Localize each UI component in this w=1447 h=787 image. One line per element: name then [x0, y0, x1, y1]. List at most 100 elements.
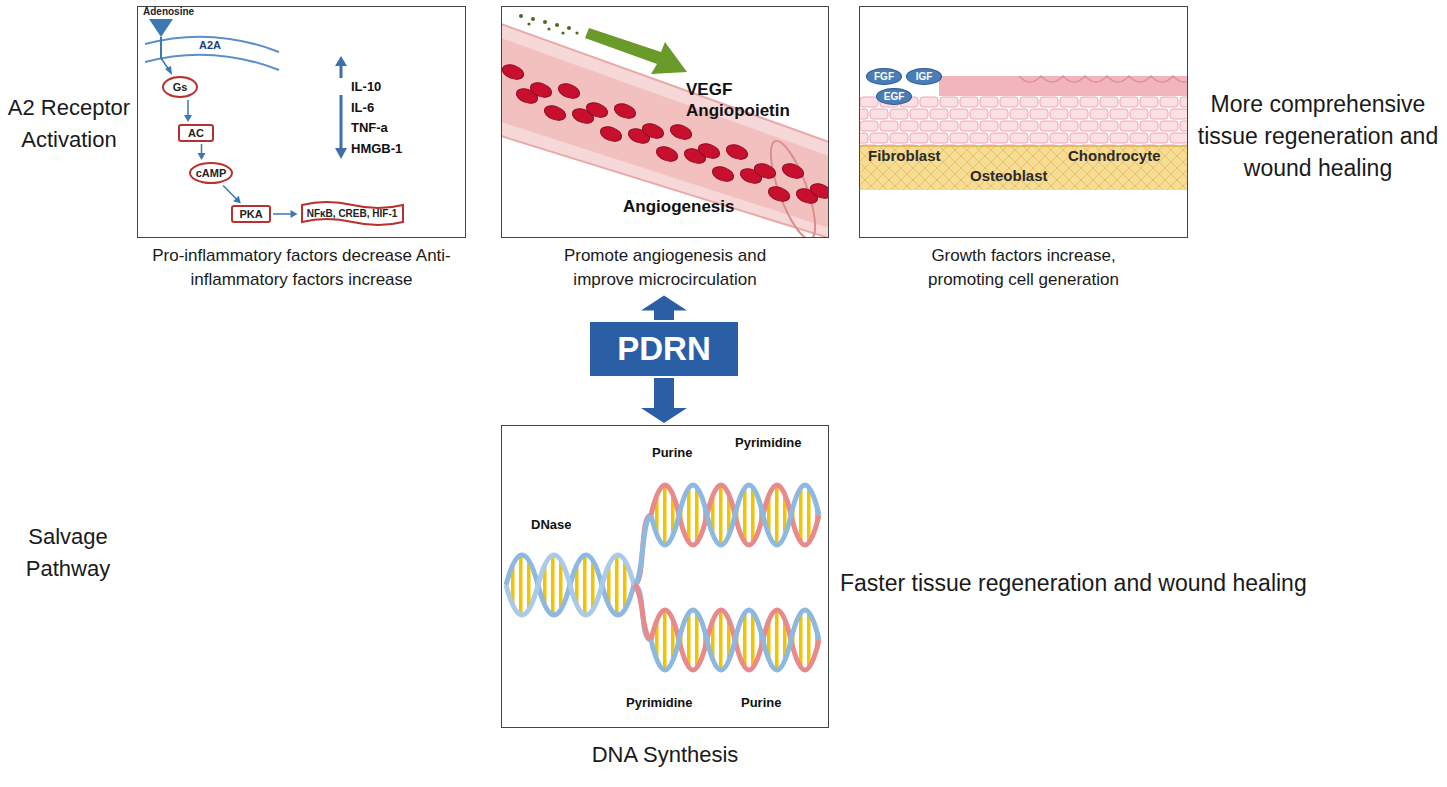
pathway-step: AC	[178, 124, 214, 142]
red-blood-cell	[752, 161, 777, 181]
dna-strand	[506, 555, 634, 615]
node-text: IGF	[916, 71, 933, 82]
arrow-shaft	[654, 378, 674, 409]
arrow-head	[165, 66, 172, 75]
red-blood-cell	[598, 124, 623, 144]
red-blood-cell	[766, 184, 791, 204]
dna-strand	[651, 610, 819, 670]
angiogenesis-panel: VEGFAngiopoietinAngiogenesisPromote angi…	[501, 6, 829, 294]
base-label: Pyrimidine	[626, 695, 692, 711]
row-heading: A2 Receptor Activation	[3, 92, 135, 156]
node-text: PKA	[239, 208, 262, 220]
pathway-step: cAMP	[189, 162, 233, 184]
particle-dot	[555, 23, 559, 27]
growth-factor: EGF	[876, 88, 912, 105]
arrow-shaft	[187, 100, 189, 116]
red-blood-cell	[556, 81, 581, 101]
pathway-arrow	[273, 210, 298, 218]
growth-factor: FGF	[866, 68, 902, 85]
outcome-note: Faster tissue regeneration and wound hea…	[840, 568, 1440, 598]
dna-strand	[634, 515, 651, 585]
cell-layer	[859, 96, 1188, 146]
red-blood-cell	[780, 161, 805, 181]
cytokine-label: TNF-a	[351, 120, 388, 136]
tissue-panel: FibroblastChondrocyteOsteoblastGrowth fa…	[859, 6, 1188, 294]
particle-dot	[527, 22, 530, 25]
pdrn-arrow	[641, 296, 687, 320]
particle-dot	[561, 31, 564, 34]
molecule-label: Adenosine	[143, 6, 194, 18]
red-blood-cell	[501, 62, 526, 82]
red-blood-cell	[584, 100, 609, 120]
banner-shape	[302, 202, 403, 225]
dna-strand	[651, 485, 819, 545]
arrow-shaft	[223, 185, 237, 199]
arrow-head	[184, 115, 192, 122]
pdrn-arrow	[641, 378, 687, 423]
arrow-head	[291, 210, 298, 218]
pdrn-box: PDRN	[590, 322, 738, 376]
particle-dot	[531, 17, 535, 21]
increase-arrow	[340, 64, 343, 78]
growth-factor: IGF	[906, 68, 942, 85]
pathway-illustration	[145, 19, 347, 159]
enzyme-label: DNase	[531, 517, 571, 533]
red-blood-cell	[542, 103, 567, 123]
particle-dot	[519, 14, 523, 18]
dna-strand	[651, 610, 819, 670]
red-blood-cell	[710, 164, 735, 184]
arrow-shaft	[654, 310, 674, 320]
cell-membrane	[145, 37, 279, 52]
panel-frame	[501, 425, 829, 728]
panel-caption: DNA Synthesis	[501, 740, 829, 771]
node-text: cAMP	[196, 167, 227, 179]
arrow-head	[641, 296, 687, 311]
base-pairs	[651, 485, 819, 545]
layer-boundary	[859, 145, 1188, 147]
panel-caption: Growth factors increase, promoting cell …	[904, 244, 1144, 292]
red-blood-cell	[696, 141, 721, 161]
vessel-illustration	[501, 14, 829, 238]
arrow-head	[335, 148, 347, 159]
vessel-wall	[501, 24, 829, 238]
matrix-layer	[859, 146, 1188, 190]
dna-strand	[506, 555, 634, 615]
base-label: Purine	[741, 695, 781, 711]
node-text: PDRN	[617, 331, 711, 367]
red-blood-cell	[612, 101, 637, 121]
node-text: NFκB, CREB, HIF-1	[307, 208, 398, 219]
red-blood-cell	[668, 122, 693, 142]
receptor-label: A2A	[199, 39, 221, 52]
base-label: Purine	[652, 445, 692, 461]
pathway-arrow	[198, 144, 206, 160]
epidermis-band	[939, 76, 1188, 96]
factor-label: VEGF	[686, 80, 732, 100]
red-blood-cell	[528, 80, 553, 100]
dna-strand	[634, 585, 651, 640]
process-label: Angiogenesis	[623, 197, 734, 217]
adenosine-symbol	[149, 19, 173, 37]
cytokine-label: HMGB-1	[351, 141, 402, 157]
red-blood-cell	[724, 142, 749, 162]
panel-caption: Promote angiogenesis and improve microci…	[535, 244, 795, 292]
receptor-stalk	[160, 37, 162, 58]
base-label: Pyrimidine	[735, 435, 801, 451]
pathway-arrow	[223, 185, 241, 203]
dna-strand	[634, 585, 651, 640]
particle-dot	[547, 27, 550, 30]
particle-dot	[575, 31, 578, 34]
node-text: EGF	[884, 91, 905, 102]
decrease-arrow	[340, 95, 343, 150]
cell-membrane	[145, 55, 279, 70]
dna-strand	[634, 515, 651, 585]
red-blood-cell	[654, 144, 679, 164]
red-blood-cell	[808, 181, 829, 201]
arrow-head	[641, 408, 687, 423]
base-pairs	[506, 555, 634, 615]
arrow-shaft	[273, 213, 292, 215]
node-text: AC	[188, 127, 204, 139]
cytokine-label: IL-10	[351, 79, 381, 95]
tissue-illustration	[859, 76, 1188, 190]
skin-surface	[1019, 76, 1188, 82]
pathway-step: Gs	[162, 76, 198, 98]
